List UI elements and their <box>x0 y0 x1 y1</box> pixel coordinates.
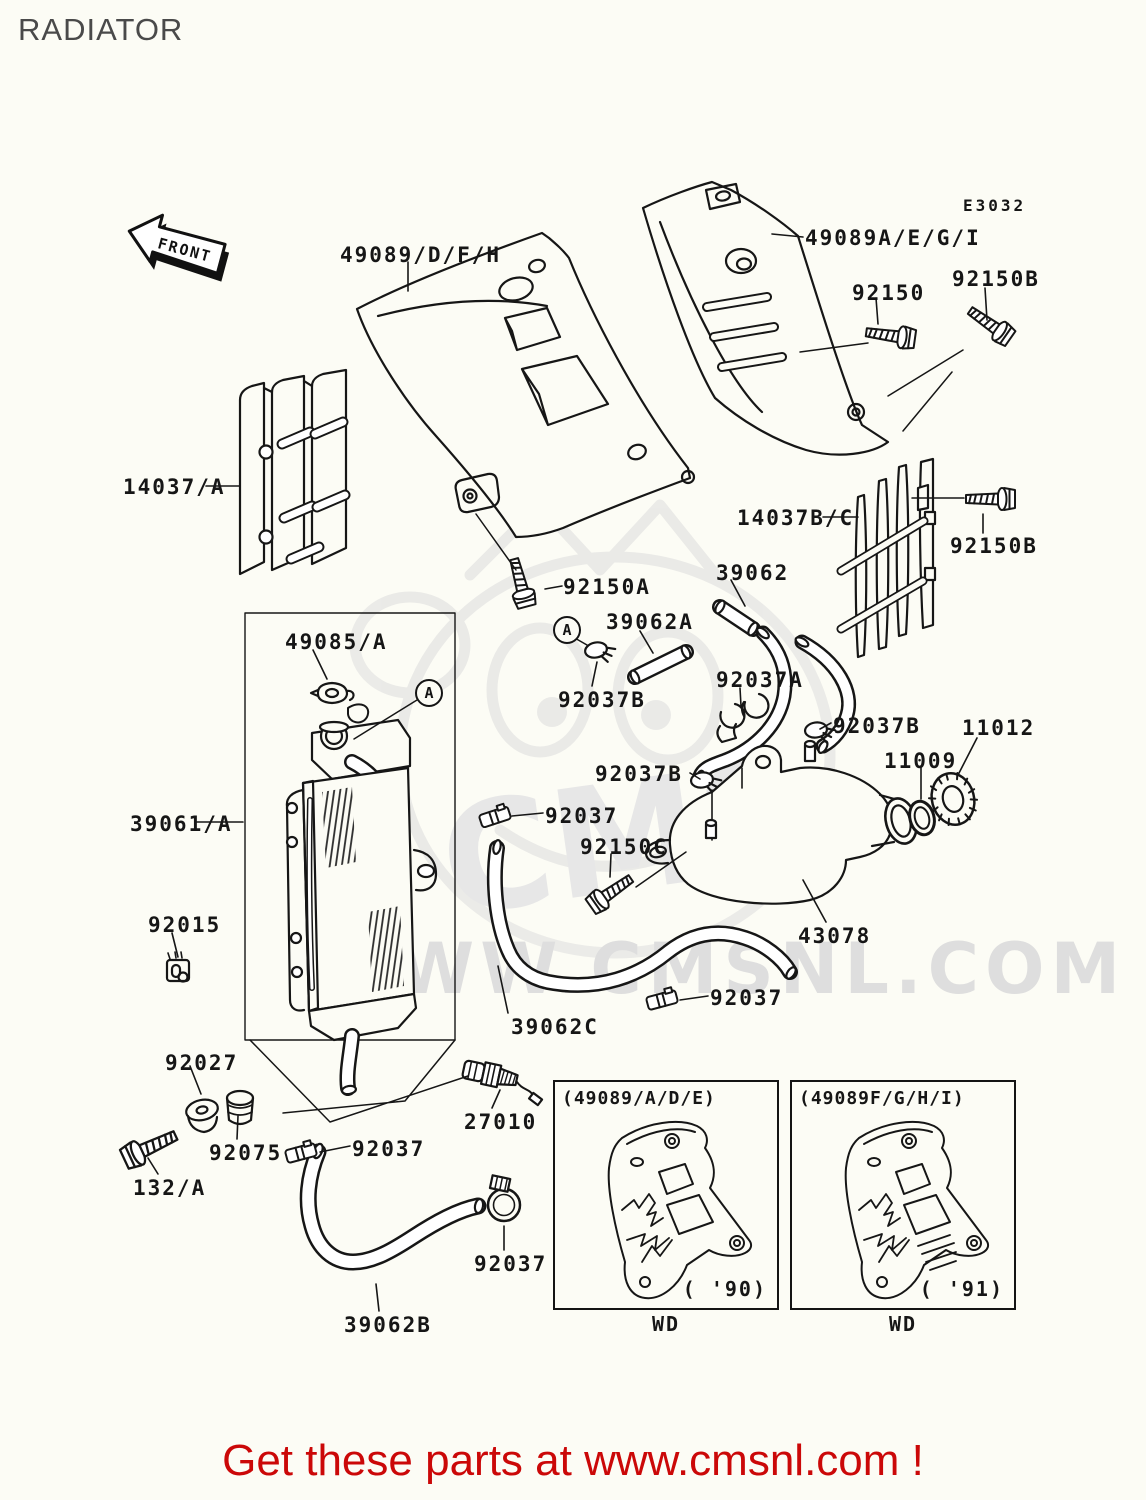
hose-39062b-drawing <box>299 1142 487 1271</box>
callout-clamp-92037-mid: 92037 <box>545 804 619 828</box>
detail-marker-a-1: A <box>415 679 443 707</box>
inset-box-90: (49089/A/D/E) ( '90) WD <box>553 1080 779 1336</box>
seal-11009-drawing <box>908 799 936 837</box>
callout-clamp-92037b-center: 92037B <box>595 762 683 786</box>
callout-clamp-92037-mid2: 92037 <box>352 1137 426 1161</box>
inset-91-title: (49089F/G/H/I) <box>799 1088 965 1109</box>
callout-clamp-92037-b2: 92037 <box>474 1252 548 1276</box>
callout-clamp-92037b-right: 92037B <box>833 714 921 738</box>
damper-92075-drawing <box>225 1089 255 1126</box>
callout-shroud-right: 49089A/E/G/I <box>805 226 981 250</box>
sensor-27010-drawing <box>461 1059 544 1107</box>
holder-92037a-drawing <box>716 692 770 744</box>
callout-hose-39062c: 39062C <box>511 1015 599 1039</box>
inset-90-year: ( '90) <box>682 1277 767 1301</box>
callout-cap-49085: 49085/A <box>285 630 388 654</box>
bolt-92150b-right-drawing <box>964 486 1017 512</box>
callout-guard-left: 14037/A <box>123 475 226 499</box>
bolt-92150-drawing <box>863 320 918 352</box>
front-arrow: FRONT <box>127 213 230 282</box>
callout-bolt-92150b-right: 92150B <box>950 534 1038 558</box>
callout-seal-11009: 11009 <box>884 749 958 773</box>
callout-bolt-92150: 92150 <box>852 281 926 305</box>
projection-lines <box>249 342 965 1123</box>
inset-91-caption: WD <box>888 1312 918 1336</box>
callout-radiator: 39061/A <box>130 812 233 836</box>
clamp-92015-drawing <box>165 951 191 983</box>
callout-sensor-27010: 27010 <box>464 1110 538 1134</box>
callout-hose-39062a: 39062A <box>606 610 694 634</box>
callout-guard-right: 14037B/C <box>737 506 855 530</box>
inset-box-91: (49089F/G/H/I) ( '91) WD <box>790 1080 1016 1336</box>
callout-hose-39062b: 39062B <box>344 1313 432 1337</box>
hose-39062a-drawing <box>627 644 694 685</box>
callout-clamp-92015: 92015 <box>148 913 222 937</box>
inset-90-title: (49089/A/D/E) <box>562 1088 716 1109</box>
detail-marker-a-2: A <box>553 616 581 644</box>
watermark-url-text: WWW.CMSNL.COM <box>314 928 1126 1010</box>
inset-91-year: ( '91) <box>919 1277 1004 1301</box>
cap-11012-drawing <box>927 771 979 827</box>
bolt-92150b-top-drawing <box>962 300 1018 349</box>
grommet-92027-drawing <box>185 1098 219 1134</box>
callout-cap-11012: 11012 <box>962 716 1036 740</box>
callout-bolt-92150a: 92150A <box>563 575 651 599</box>
callout-clamp-92037-tank: 92037 <box>710 986 784 1010</box>
callout-clamp-92037b-1: 92037B <box>558 688 646 712</box>
diagram-code: E3032 <box>963 196 1027 215</box>
callout-grommet-92027: 92027 <box>165 1051 239 1075</box>
shroud-left-drawing <box>355 231 692 539</box>
inset-shroud-90-drawing <box>607 1121 753 1300</box>
guard-right-drawing <box>836 457 937 659</box>
page-title: RADIATOR <box>18 12 184 47</box>
shroud-right-drawing <box>641 180 890 485</box>
hose-39062-drawing <box>712 599 761 637</box>
hose-39062c-drawing <box>486 839 798 993</box>
callout-damper-92075: 92075 <box>209 1141 283 1165</box>
callout-hose-39062: 39062 <box>716 561 790 585</box>
callout-shroud-left: 49089/D/F/H <box>340 243 502 267</box>
guard-left-drawing <box>238 368 351 576</box>
callout-tank: 43078 <box>798 924 872 948</box>
clamp-92037-b2-drawing <box>486 1174 522 1223</box>
bolt-132-drawing <box>117 1122 183 1173</box>
callout-bolt-92150b-top: 92150B <box>952 267 1040 291</box>
footer-link[interactable]: Get these parts at www.cmsnl.com ! <box>222 1436 924 1485</box>
callout-holder-92037a: 92037A <box>716 668 804 692</box>
radiator-drawing <box>285 681 438 1096</box>
leader-lines <box>147 233 988 1312</box>
tank-drawing <box>644 739 918 905</box>
callout-bolt-92150c: 92150C <box>580 835 668 859</box>
callout-bolt-132: 132/A <box>133 1176 207 1200</box>
inset-90-caption: WD <box>651 1312 681 1336</box>
inset-shroud-91-drawing <box>844 1121 990 1300</box>
